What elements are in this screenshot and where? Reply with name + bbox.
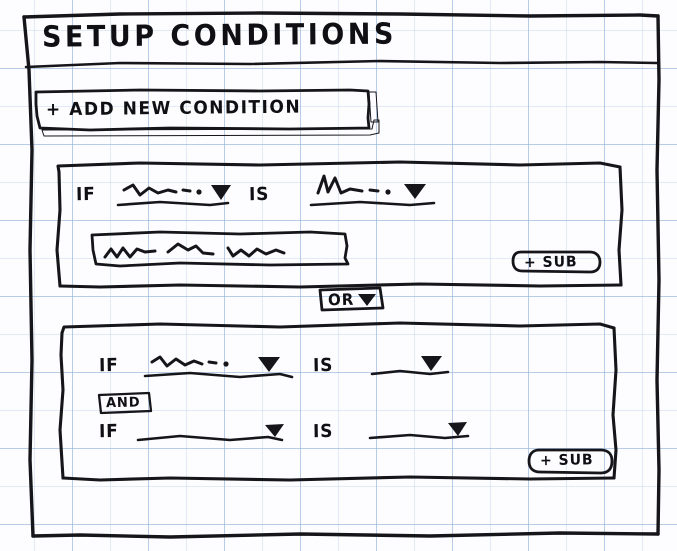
page-title: SETUP CONDITIONS	[41, 17, 398, 55]
card-2-row-1-if-label: IF	[98, 355, 119, 377]
card-1-field-dropdown[interactable]	[114, 178, 234, 210]
card-1-is-label: IS	[248, 184, 270, 206]
card-1-operator-dropdown[interactable]	[307, 176, 439, 209]
card-1-add-sub-button[interactable]	[512, 250, 602, 274]
card-2-row-2-is-label: IS	[312, 421, 334, 443]
card-2-row-1-field-dropdown[interactable]	[142, 350, 294, 381]
inner-operator-badge[interactable]	[98, 392, 153, 415]
card-2-row-1-operator-dropdown[interactable]	[368, 350, 452, 380]
card-2-row-1-is-label: IS	[312, 355, 334, 377]
group-connector-dropdown[interactable]	[319, 287, 385, 311]
add-new-condition-button[interactable]	[36, 88, 380, 132]
card-2-row-2-if-label: IF	[98, 421, 119, 443]
card-2-row-2-field-dropdown[interactable]	[136, 418, 286, 446]
card-2-row-2-operator-dropdown[interactable]	[366, 416, 472, 444]
card-2-add-sub-button[interactable]	[528, 448, 614, 474]
card-1-value-input[interactable]	[92, 231, 350, 267]
card-1-if-label: IF	[75, 184, 96, 206]
